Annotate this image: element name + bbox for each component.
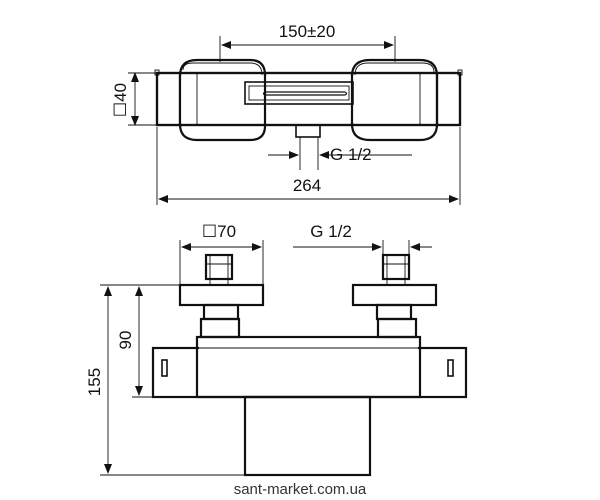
- top-view: [154, 58, 463, 170]
- overall-height-dimension: 155: [85, 368, 104, 396]
- handle-height-dimension: 90: [116, 331, 135, 350]
- handle-square-dimension: ☐70: [202, 222, 236, 241]
- front-dimensions: ☐70 G 1/2 90 155: [85, 222, 432, 476]
- front-view: [151, 253, 468, 477]
- watermark: sant-market.com.ua: [234, 481, 367, 498]
- depth-dimension: ☐40: [111, 83, 130, 117]
- top-right-handle: [350, 58, 439, 142]
- left-side-indicator: [161, 359, 168, 377]
- overall-width-dimension: 264: [293, 176, 321, 195]
- handle-spacing-dimension: 150±20: [279, 22, 336, 41]
- right-side-indicator: [447, 359, 454, 377]
- top-outlet-spout: [295, 124, 321, 138]
- front-right-handle: [351, 253, 438, 339]
- slot-hatching: [262, 91, 348, 96]
- front-inlet-thread-dimension: G 1/2: [310, 222, 352, 241]
- front-left-handle: [178, 253, 265, 339]
- top-shelf-slot: [244, 81, 354, 105]
- top-inlet-thread-dimension: G 1/2: [330, 145, 372, 164]
- front-outlet-pipe: [243, 395, 372, 477]
- top-dimensions: 150±20 ☐40 G 1/2 264: [111, 22, 461, 205]
- top-left-handle: [178, 58, 267, 142]
